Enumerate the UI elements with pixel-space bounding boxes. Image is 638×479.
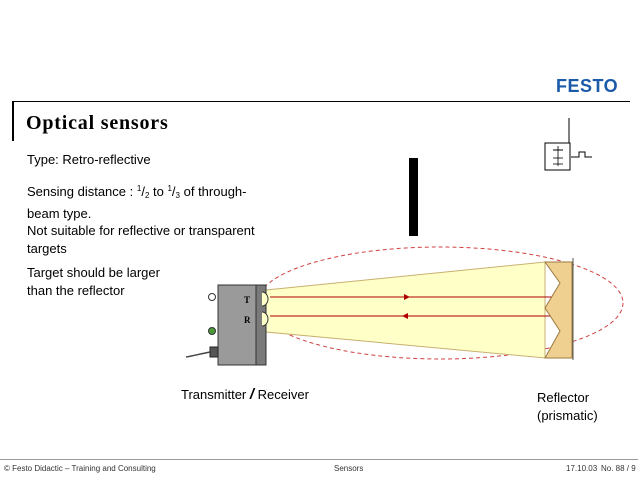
receiver-label-r: R [244,315,251,325]
bullet-type-text: Type: Retro-reflective [27,152,151,167]
sensor-housing: T R [185,284,269,366]
sensing-line2: beam type. [27,206,92,221]
returned-ray-arrow-icon [402,313,408,319]
not-suitable-line2: targets [27,241,67,256]
footer-date: 17.10.03 [566,464,598,473]
light-beam [265,261,546,359]
title-rule [12,101,630,102]
reflector-caption-line2: (prismatic) [537,408,598,423]
festo-logo: FESTO [556,76,619,96]
sensor-symbol-icon [544,118,592,171]
target-line1: Target should be larger [27,265,160,280]
sensing-prefix: Sensing distance : [27,184,137,199]
prismatic-reflector [544,261,573,359]
emitted-ray-arrow-icon [404,294,410,300]
bullet-type: Type: Retro-reflective [27,151,151,169]
sensing-suffix: of through- [180,184,247,199]
slide-title: Optical sensors [26,112,169,134]
footer-copyright: © Festo Didactic – Training and Consulti… [4,464,156,473]
footer-section: Sensors [334,464,364,473]
bullet-sensing-distance: Sensing distance : 1/2 to 1/3 of through… [27,184,247,221]
not-suitable-line1: Not suitable for reflective or transpare… [27,223,255,238]
bullet-target: Target should be larger than the reflect… [27,264,160,300]
title-accent-bar [12,101,14,141]
transmitter-receiver-caption: Transmitter / Receiver [181,386,309,404]
caption-slash: / [249,386,255,403]
footer-rule [0,459,638,460]
bullet-not-suitable: Not suitable for reflective or transpare… [27,222,255,258]
frac1-denominator: 2 [144,191,150,200]
sensing-to: to [149,184,168,199]
frac2-numerator: 1 [167,184,172,193]
transmitter-label-t: T [244,295,250,305]
reflector-caption-line1: Reflector [537,390,590,405]
frac2-denominator: 3 [175,191,180,200]
target-object [409,158,418,236]
frac1-numerator: 1 [136,184,142,193]
footer-page-number: No. 88 / 9 [601,464,636,473]
reflector-caption: Reflector (prismatic) [537,389,598,425]
caption-receiver: Receiver [257,387,309,402]
target-line2: than the reflector [27,283,125,298]
caption-transmitter: Transmitter [181,387,247,402]
